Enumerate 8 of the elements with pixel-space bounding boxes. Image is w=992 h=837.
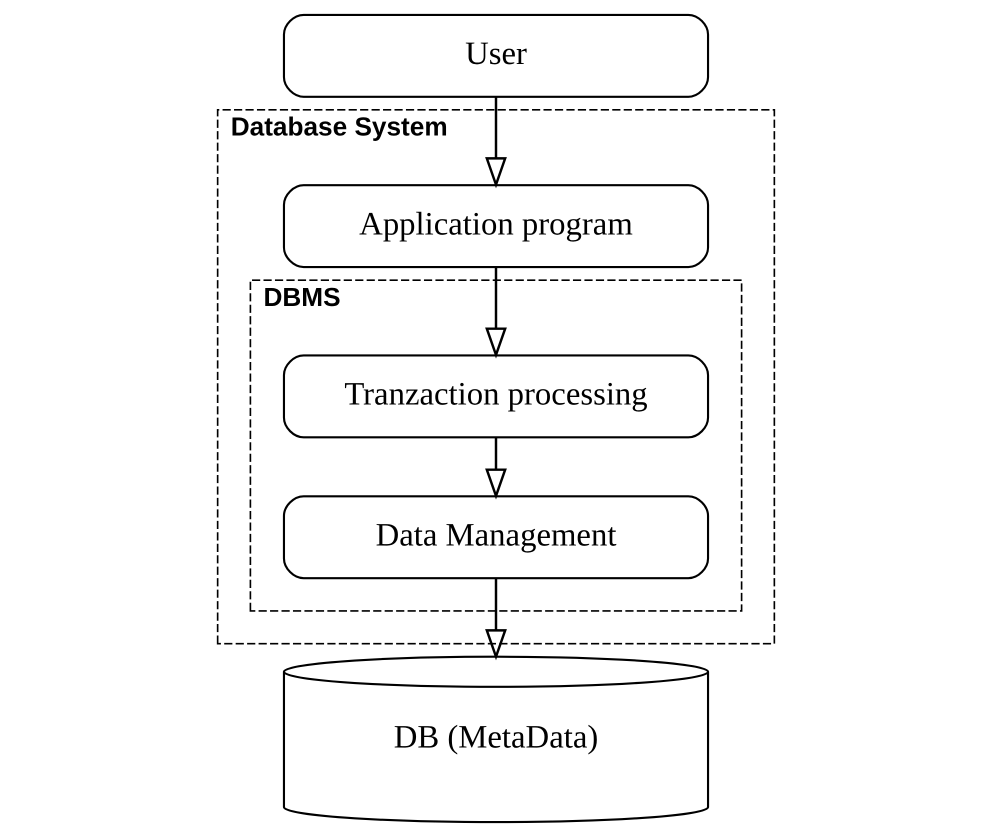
node-box: Tranzaction processing [282,354,710,438]
arrow [485,97,507,188]
node-box: Data Management [282,495,710,580]
node-box: User [282,14,710,98]
node-box: Application program [282,184,710,268]
arrow [485,578,507,660]
arrow [485,267,507,359]
arrow [485,438,507,500]
